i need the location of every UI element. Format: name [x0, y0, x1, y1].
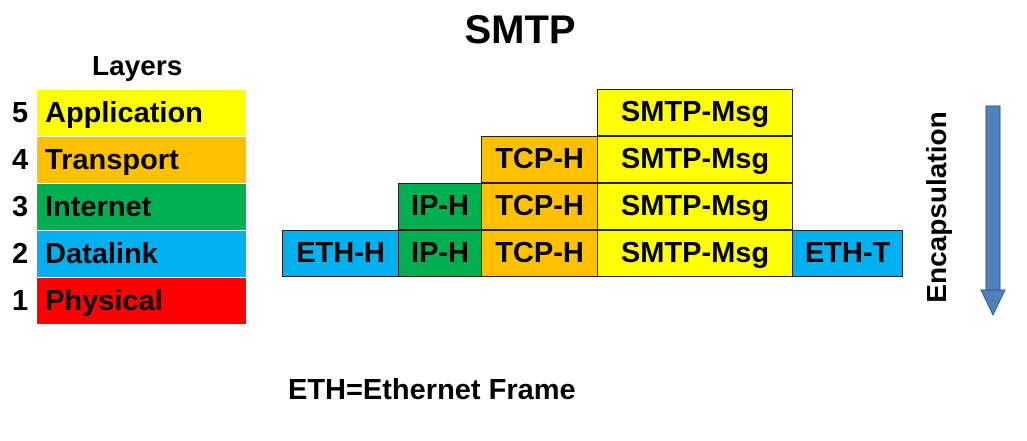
layer-label-transport: Transport	[37, 137, 246, 183]
layer-row-internet: 3 Internet	[12, 184, 246, 230]
encapsulation-label: Encapsulation	[921, 111, 952, 303]
layer-number: 2	[12, 237, 29, 270]
layer-number: 4	[12, 143, 29, 176]
layer-row-datalink: 2 Datalink	[12, 231, 246, 277]
down-arrow-icon	[980, 105, 1006, 317]
cell-smtp-msg: SMTP-Msg	[597, 136, 793, 183]
layer-row-transport: 4 Transport	[12, 137, 246, 183]
cell-smtp-msg: SMTP-Msg	[597, 183, 793, 230]
arrow-head	[980, 289, 1006, 317]
arrow-shaft	[985, 105, 1001, 293]
cell-tcp-header: TCP-H	[481, 136, 598, 183]
layer-number: 5	[12, 96, 29, 129]
cell-ip-header: IP-H	[398, 183, 482, 230]
cell-ip-header: IP-H	[398, 230, 482, 277]
footnote: ETH=Ethernet Frame	[288, 374, 576, 406]
layer-row-application: 5 Application	[12, 90, 246, 136]
cell-tcp-header: TCP-H	[481, 183, 598, 230]
layers-heading: Layers	[92, 50, 183, 81]
layer-number: 3	[12, 190, 29, 223]
layer-label-application: Application	[37, 90, 246, 136]
cell-smtp-msg: SMTP-Msg	[597, 230, 793, 277]
layer-label-datalink: Datalink	[37, 231, 246, 277]
layer-label-internet: Internet	[37, 184, 246, 230]
layer-number: 1	[12, 284, 29, 317]
layer-label-physical: Physical	[37, 278, 246, 324]
cell-eth-trailer: ETH-T	[792, 230, 903, 277]
cell-eth-header: ETH-H	[282, 230, 399, 277]
diagram-title: SMTP	[464, 8, 576, 52]
cell-smtp-msg: SMTP-Msg	[597, 89, 793, 136]
cell-tcp-header: TCP-H	[481, 230, 598, 277]
layer-row-physical: 1 Physical	[12, 278, 246, 324]
